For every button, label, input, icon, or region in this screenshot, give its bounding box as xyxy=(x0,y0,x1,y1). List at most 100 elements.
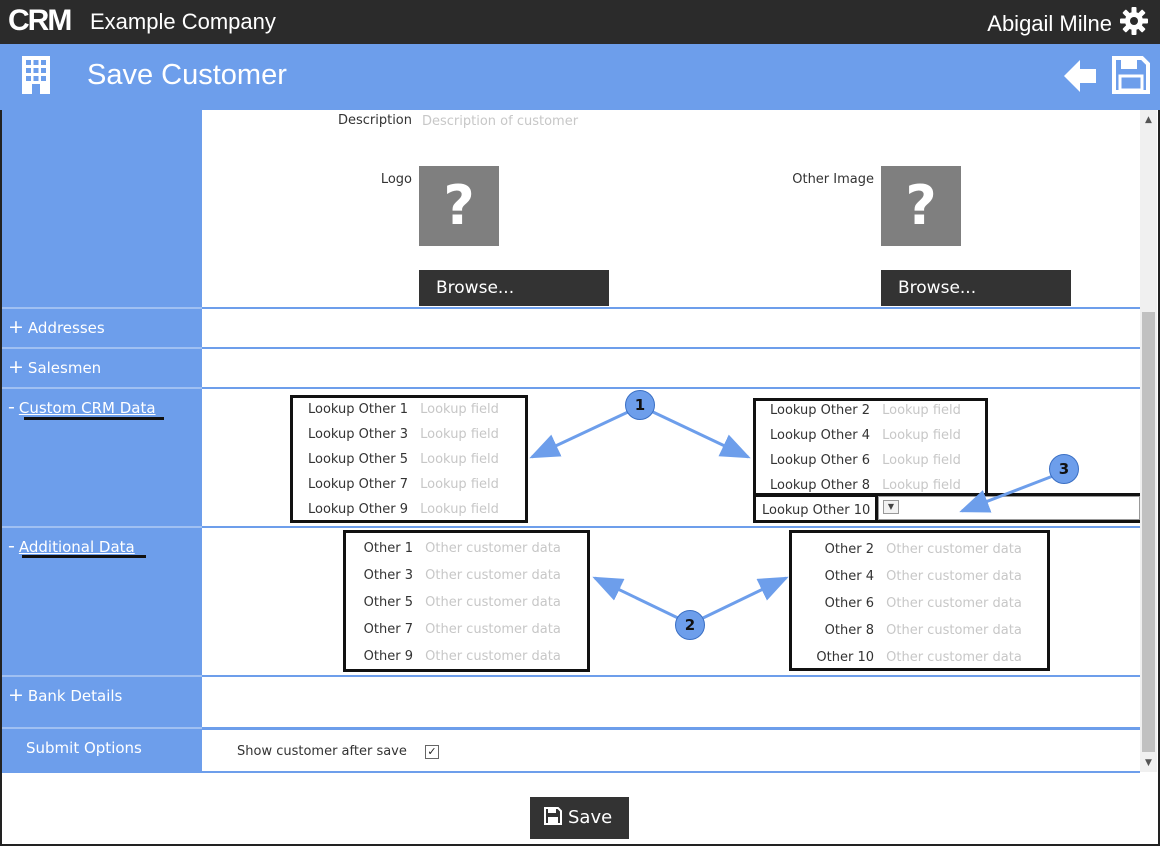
floppy-disk-icon xyxy=(544,807,562,825)
lookup-row: Lookup Other 8 Lookup field xyxy=(770,478,961,493)
scroll-thumb[interactable] xyxy=(1142,312,1155,752)
chevron-down-icon[interactable]: ▼ xyxy=(883,500,899,514)
description-label: Description xyxy=(337,113,412,128)
sidebar-item-label: Salesmen xyxy=(27,359,102,377)
annotation-box xyxy=(343,530,590,672)
sidebar-divider xyxy=(2,347,202,349)
lookup-field-input[interactable]: Lookup field xyxy=(420,452,499,467)
lookup-row: Lookup Other 3 Lookup field xyxy=(308,427,499,442)
divider xyxy=(2,727,1140,730)
field-label: Other 6 xyxy=(824,596,874,611)
arrow-line xyxy=(702,576,789,620)
lookup-row: Lookup Other 1 Lookup field xyxy=(308,402,499,417)
field-label: Other 2 xyxy=(824,542,874,557)
scroll-down-arrow-icon[interactable]: ▼ xyxy=(1145,758,1152,768)
field-label: Lookup Other 1 xyxy=(308,402,408,417)
other-data-input[interactable]: Other customer data xyxy=(425,622,561,637)
other-image-browse-button[interactable]: Browse... xyxy=(881,270,1071,306)
sidebar-item-label: Custom CRM Data xyxy=(18,399,156,417)
lookup-field-input[interactable]: Lookup field xyxy=(882,403,961,418)
lookup-10-select[interactable]: ▼ xyxy=(878,496,1140,520)
show-after-save-label: Show customer after save xyxy=(237,744,407,759)
sidebar-divider xyxy=(2,727,202,729)
other-data-input[interactable]: Other customer data xyxy=(425,568,561,583)
divider xyxy=(2,675,1140,677)
divider xyxy=(2,526,1140,528)
lookup-field-input[interactable]: Lookup field xyxy=(882,428,961,443)
logo-browse-button[interactable]: Browse... xyxy=(419,270,609,306)
annotation-underline xyxy=(24,417,164,420)
floppy-disk-icon[interactable] xyxy=(1112,56,1150,94)
top-bar: CRM Example Company Abigail Milne xyxy=(0,0,1160,44)
other-data-input[interactable]: Other customer data xyxy=(425,541,561,556)
arrow-line xyxy=(959,474,1054,513)
sidebar-item-salesmen[interactable]: +Salesmen xyxy=(8,356,101,378)
description-input[interactable]: Description of customer xyxy=(422,114,579,129)
other-row: Other 10 Other customer data xyxy=(806,650,1022,665)
field-label: Lookup Other 3 xyxy=(308,427,408,442)
lookup-row: Lookup Other 2 Lookup field xyxy=(770,403,961,418)
sidebar xyxy=(2,110,202,772)
arrow-line xyxy=(652,410,751,459)
sidebar-divider xyxy=(2,675,202,677)
lookup-10-label: Lookup Other 10 xyxy=(762,503,871,518)
other-row: Other 8 Other customer data xyxy=(806,623,1022,638)
sidebar-item-submit-options: Submit Options xyxy=(26,739,142,757)
lookup-field-input[interactable]: Lookup field xyxy=(882,478,961,493)
lookup-row: Lookup Other 9 Lookup field xyxy=(308,502,499,517)
field-label: Other 9 xyxy=(363,649,413,664)
other-data-input[interactable]: Other customer data xyxy=(886,569,1022,584)
annotation-box xyxy=(789,530,1050,671)
lookup-row: Lookup Other 7 Lookup field xyxy=(308,477,499,492)
field-label: Other 1 xyxy=(363,541,413,556)
lookup-field-input[interactable]: Lookup field xyxy=(420,402,499,417)
minus-icon: - xyxy=(8,535,15,557)
title-bar: Save Customer xyxy=(0,44,1160,110)
other-data-input[interactable]: Other customer data xyxy=(886,650,1022,665)
sidebar-divider xyxy=(2,387,202,389)
lookup-field-input[interactable]: Lookup field xyxy=(420,477,499,492)
other-data-input[interactable]: Other customer data xyxy=(425,649,561,664)
other-row: Other 2 Other customer data xyxy=(806,542,1022,557)
other-row: Other 3 Other customer data xyxy=(361,568,561,583)
other-data-input[interactable]: Other customer data xyxy=(886,623,1022,638)
other-data-input[interactable]: Other customer data xyxy=(886,596,1022,611)
sidebar-item-additional-data[interactable]: -Additional Data xyxy=(8,535,135,557)
field-label: Lookup Other 9 xyxy=(308,502,408,517)
lookup-row: Lookup Other 6 Lookup field xyxy=(770,453,961,468)
field-label: Lookup Other 2 xyxy=(770,403,870,418)
callout-marker: 3 xyxy=(1049,454,1079,484)
other-data-input[interactable]: Other customer data xyxy=(425,595,561,610)
lookup-field-input[interactable]: Lookup field xyxy=(882,453,961,468)
other-image-placeholder: ? xyxy=(881,166,961,246)
callout-marker: 2 xyxy=(675,610,705,640)
sidebar-item-addresses[interactable]: +Addresses xyxy=(8,316,105,338)
page-title: Save Customer xyxy=(87,59,287,91)
user-name[interactable]: Abigail Milne xyxy=(987,11,1112,36)
scroll-up-arrow-icon[interactable]: ▲ xyxy=(1145,115,1152,125)
save-button[interactable]: Save xyxy=(530,797,629,839)
sidebar-item-custom-crm-data[interactable]: -Custom CRM Data xyxy=(8,396,156,418)
show-after-save-checkbox[interactable]: ✓ xyxy=(425,745,439,759)
other-data-input[interactable]: Other customer data xyxy=(886,542,1022,557)
arrow-left-icon[interactable] xyxy=(1060,57,1098,95)
gear-icon[interactable] xyxy=(1118,5,1150,37)
field-label: Other 8 xyxy=(824,623,874,638)
sidebar-item-label: Additional Data xyxy=(18,538,135,556)
sidebar-item-label: Submit Options xyxy=(26,739,142,757)
lookup-field-input[interactable]: Lookup field xyxy=(420,502,499,517)
crm-logo[interactable]: CRM xyxy=(8,4,72,37)
field-label: Other 10 xyxy=(816,650,874,665)
divider xyxy=(2,347,1140,349)
lookup-row: Lookup Other 5 Lookup field xyxy=(308,452,499,467)
lookup-field-input[interactable]: Lookup field xyxy=(420,427,499,442)
sidebar-item-bank-details[interactable]: +Bank Details xyxy=(8,684,122,706)
lookup-row: Lookup Other 4 Lookup field xyxy=(770,428,961,443)
divider xyxy=(2,387,1140,389)
scrollbar[interactable]: ▲ ▼ xyxy=(1140,110,1157,772)
field-label: Other 3 xyxy=(363,568,413,583)
sidebar-divider xyxy=(2,526,202,528)
plus-icon: + xyxy=(8,356,24,378)
field-label: Other 7 xyxy=(363,622,413,637)
other-row: Other 5 Other customer data xyxy=(361,595,561,610)
